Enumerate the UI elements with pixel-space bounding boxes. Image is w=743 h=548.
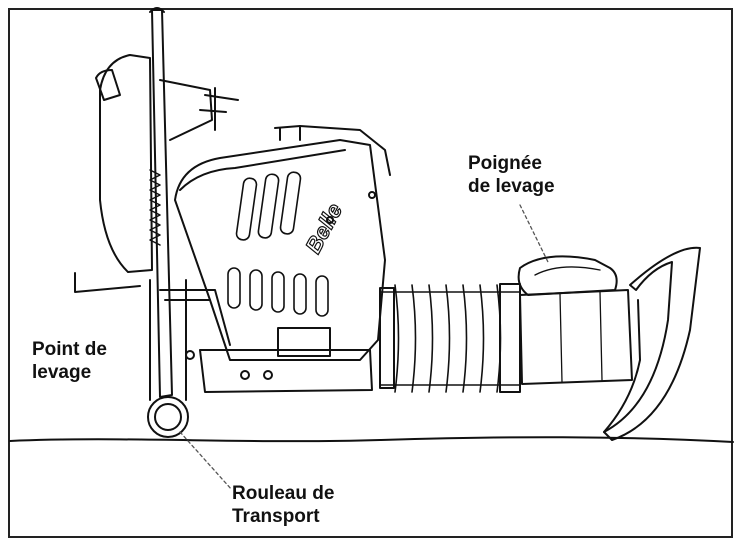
roller-support: [149, 279, 187, 401]
label-transport-roller-line1: Rouleau de: [232, 483, 335, 504]
engine-top-bracket-2: [279, 125, 301, 141]
ground-line: [9, 436, 734, 443]
label-lifting-handle-line1: Poignée: [468, 153, 542, 174]
transport-roller: [147, 396, 189, 438]
foot-shoe: [603, 246, 701, 441]
engine-body: [174, 139, 386, 361]
engine-mount-plate: [199, 349, 373, 393]
brand-logo: Belle: [300, 199, 347, 257]
leg-housing: [519, 289, 633, 385]
leader-roller: [179, 431, 233, 491]
label-lifting-handle-line2: de levage: [468, 176, 555, 197]
bolt: [263, 370, 273, 380]
bolt: [368, 191, 376, 199]
leader-handle: [519, 204, 549, 263]
handle-bar: [151, 9, 173, 398]
rear-tank: [99, 54, 153, 273]
transport-roller-inner: [154, 403, 182, 431]
handle-lever: [199, 87, 239, 131]
bellows-clamp-left: [379, 287, 395, 389]
lifting-handle-shape: [517, 255, 618, 296]
label-transport-roller: Rouleau de Transport: [232, 482, 334, 528]
handle-bracket: [159, 79, 213, 141]
diagram-frame: [8, 8, 733, 538]
bolt: [185, 350, 195, 360]
engine-cover-slots: [227, 171, 329, 317]
label-transport-roller-line2: Transport: [232, 506, 320, 527]
bellows-folds: [394, 284, 502, 393]
bolt: [240, 370, 250, 380]
engine-frame-rail: [179, 149, 346, 191]
label-lifting-point: Point de levage: [32, 338, 107, 384]
handle-spring: [149, 169, 161, 246]
engine-top-bracket: [274, 125, 391, 176]
label-lifting-point-line1: Point de: [32, 339, 107, 360]
lower-frame: [159, 289, 231, 346]
bolt: [326, 216, 334, 224]
lifting-handle-inner: [534, 266, 601, 276]
handle-bar-top: [149, 7, 165, 13]
rear-tank-cap: [95, 69, 121, 101]
bellows-clamp-right: [499, 283, 521, 393]
label-lifting-handle: Poignée de levage: [468, 152, 555, 198]
leg-housing-rib: [559, 291, 603, 383]
lifting-point-hook: [74, 272, 141, 293]
engine-label-plate: [277, 327, 331, 357]
label-lifting-point-line2: levage: [32, 362, 92, 383]
foot-shoe-edge: [603, 299, 641, 433]
